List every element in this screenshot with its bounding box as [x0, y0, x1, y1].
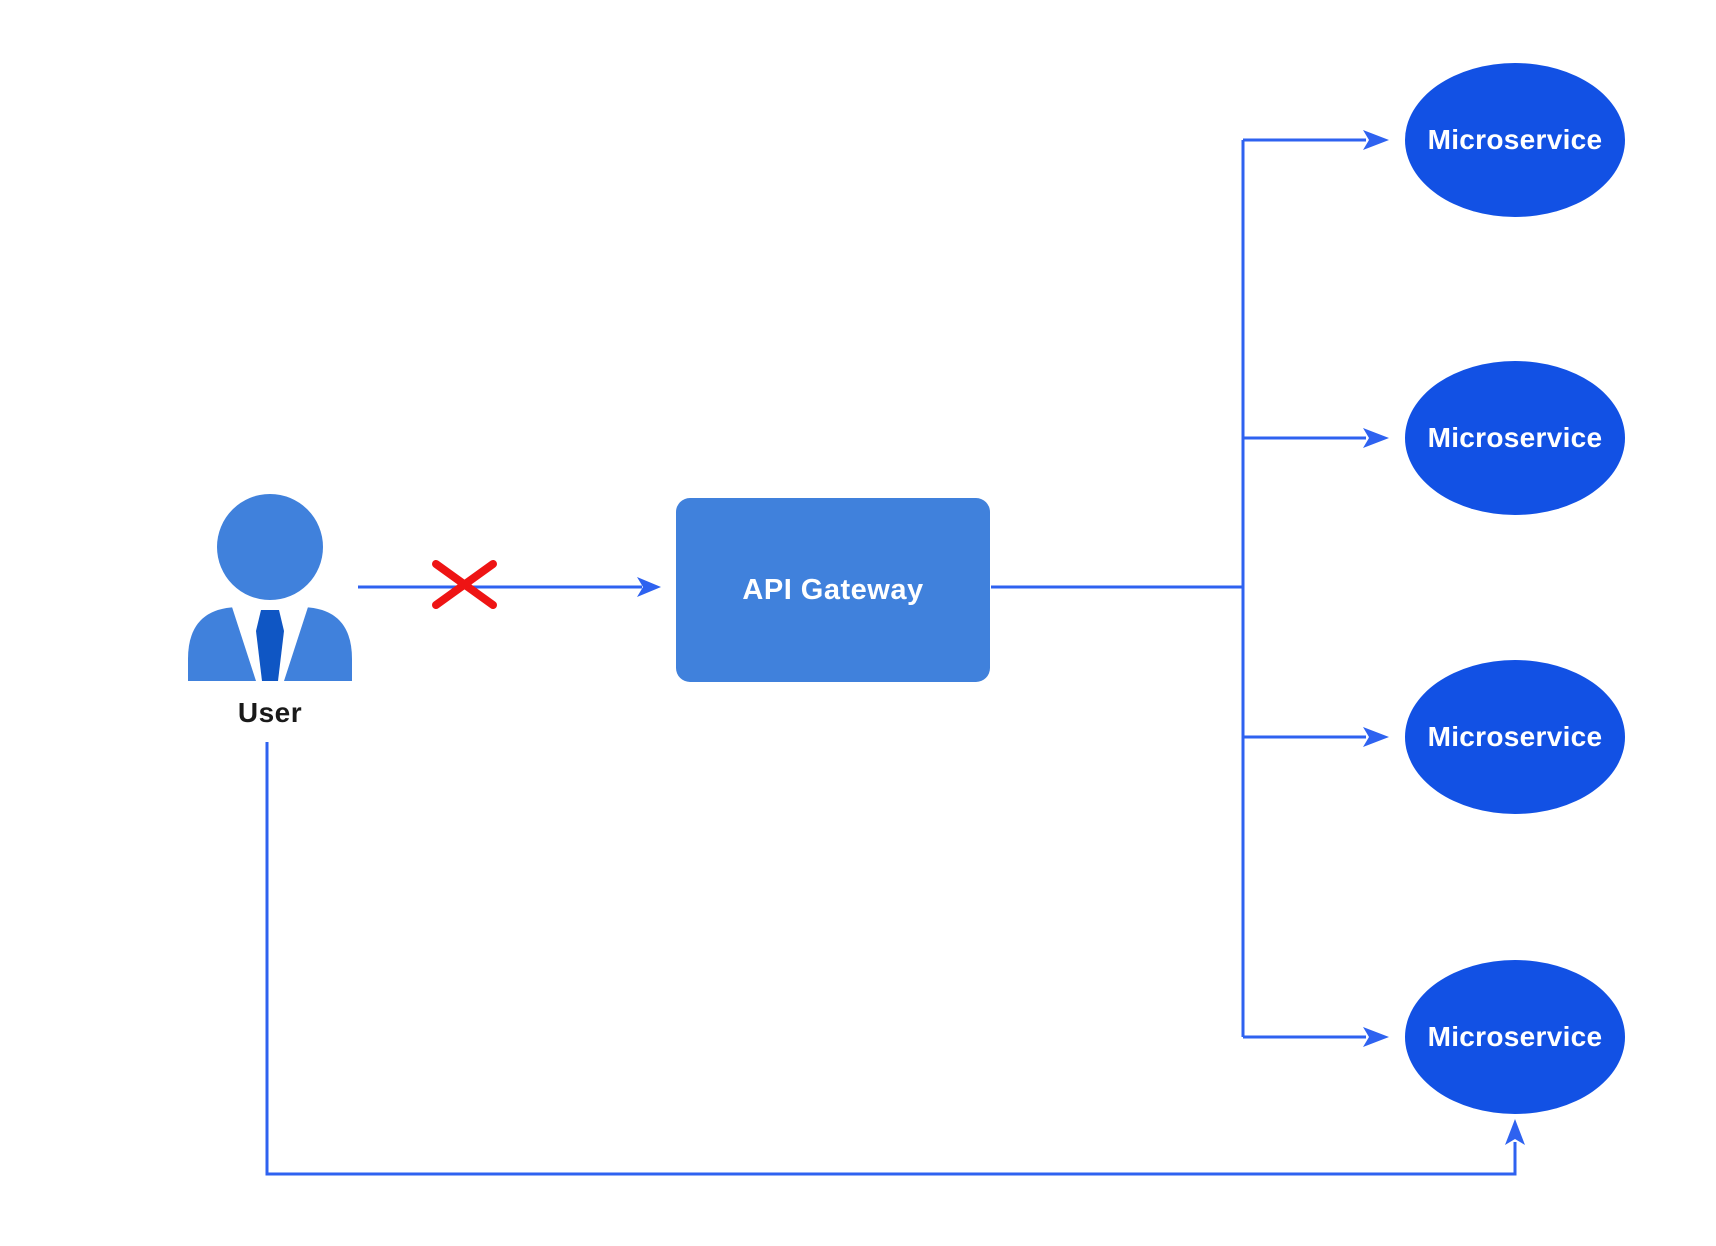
microservice-label: Microservice: [1427, 422, 1603, 453]
user-to-microservice-loop-arrow: [265, 742, 1525, 1176]
microservice-node-2: Microservice: [1405, 361, 1625, 515]
branch-arrow-4: [1243, 1027, 1389, 1047]
microservice-label: Microservice: [1427, 124, 1603, 155]
branch-arrow-2: [1243, 428, 1389, 448]
branch-arrow-3: [1243, 727, 1389, 747]
api-gateway-label: API Gateway: [742, 573, 924, 606]
microservice-label: Microservice: [1427, 1021, 1603, 1052]
user-icon: [188, 494, 352, 681]
red-cross-icon: [432, 560, 497, 609]
user-to-gateway-arrow: [358, 577, 661, 597]
microservice-label: Microservice: [1427, 721, 1603, 752]
user-head: [217, 494, 323, 600]
branch-arrow-1: [1243, 130, 1389, 150]
api-gateway-node: API Gateway: [676, 498, 990, 682]
microservice-node-3: Microservice: [1405, 660, 1625, 814]
user-label: User: [237, 697, 303, 728]
microservice-node-4: Microservice: [1405, 960, 1625, 1114]
user-tie: [256, 610, 284, 681]
microservice-node-1: Microservice: [1405, 63, 1625, 217]
